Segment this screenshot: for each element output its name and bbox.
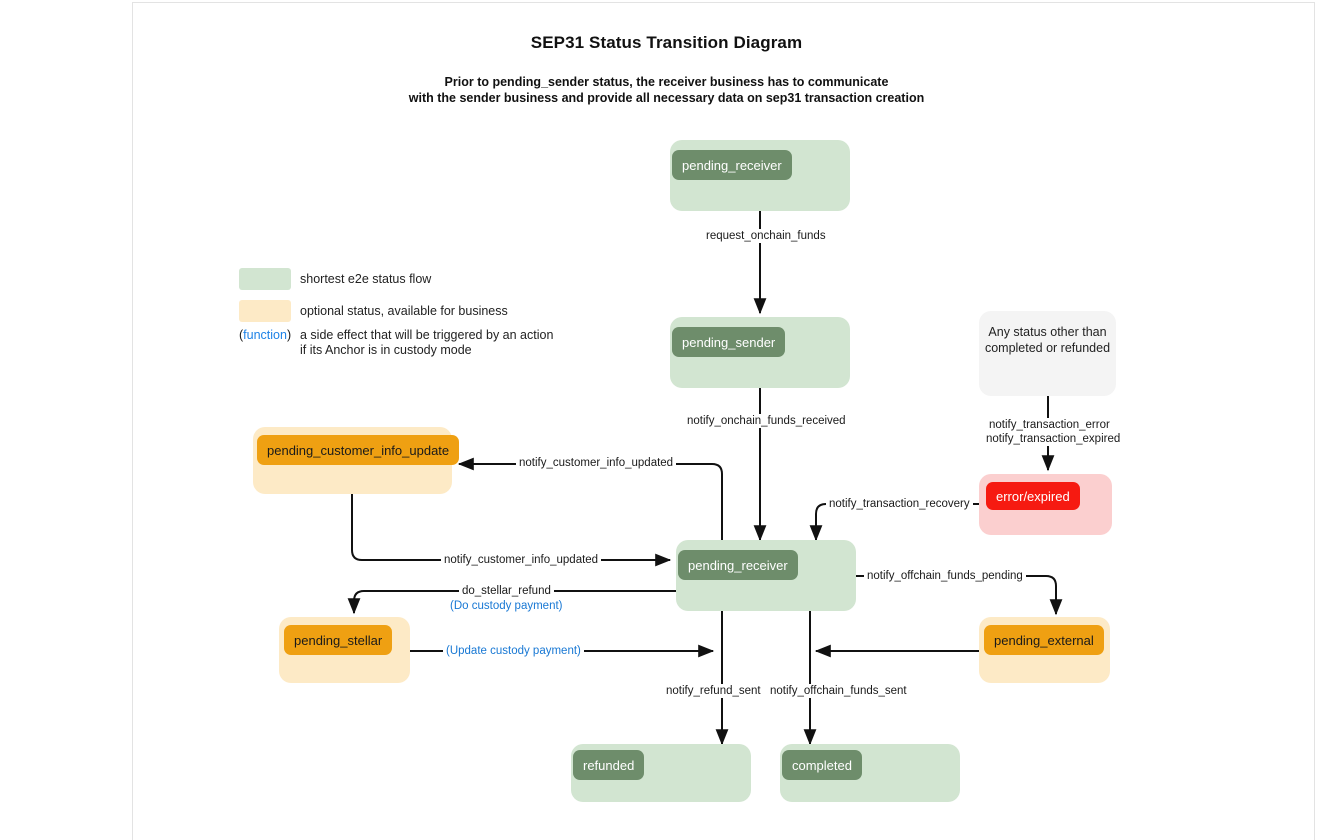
- edge-label-notify-transaction-expired: notify_transaction_expired: [983, 432, 1124, 446]
- legend-function-desc-line2: if its Anchor is in custody mode: [300, 343, 472, 357]
- node-label-pending-stellar: pending_stellar: [284, 625, 393, 655]
- edge-label-update-custody-payment: (Update custody payment): [443, 644, 584, 658]
- edge-label-do-custody-payment: (Do custody payment): [447, 599, 566, 613]
- edge-label-notify-transaction-recovery: notify_transaction_recovery: [826, 497, 973, 511]
- edge-label-notify-customer-info-updated-in: notify_customer_info_updated: [441, 553, 602, 567]
- node-pending-receiver-top[interactable]: pending_receiver: [670, 140, 850, 211]
- node-refunded[interactable]: refunded: [571, 744, 751, 802]
- legend-label-optional-status: optional status, available for business: [300, 304, 508, 318]
- node-label-pending-sender: pending_sender: [672, 327, 786, 357]
- edge-label-notify-offchain-funds-sent: notify_offchain_funds_sent: [767, 684, 910, 698]
- edge-label-notify-customer-info-updated-out: notify_customer_info_updated: [516, 456, 677, 470]
- page-title: SEP31 Status Transition Diagram: [530, 33, 803, 52]
- node-label-pending-receiver-mid: pending_receiver: [678, 550, 798, 580]
- legend-function-desc-line1: a side effect that will be triggered by …: [300, 328, 554, 342]
- legend-label-shortest-flow: shortest e2e status flow: [300, 272, 432, 286]
- node-pending-receiver-mid[interactable]: pending_receiver: [676, 540, 856, 611]
- edge-notify-customer-info-updated-out: [457, 457, 723, 558]
- node-pending-external[interactable]: pending_external: [979, 617, 1110, 683]
- edge-do-stellar-refund: [347, 590, 676, 615]
- node-label-completed: completed: [782, 750, 862, 780]
- legend-function-paren-close: ): [286, 328, 292, 342]
- edge-label-notify-onchain-funds-received: notify_onchain_funds_received: [684, 414, 849, 428]
- subtitle-line-1: Prior to pending_sender status, the rece…: [444, 75, 889, 89]
- legend-swatch-orange: [239, 300, 291, 322]
- node-pending-sender[interactable]: pending_sender: [670, 317, 850, 388]
- edge-label-do-stellar-refund: do_stellar_refund: [459, 584, 554, 598]
- edge-notify-offchain-funds-pending: [856, 575, 1063, 616]
- legend-function-paren-open: (: [239, 328, 244, 342]
- node-label-pending-receiver-top: pending_receiver: [672, 150, 792, 180]
- edge-label-notify-transaction-error: notify_transaction_error: [986, 418, 1113, 432]
- node-any-status[interactable]: Any status other than completed or refun…: [979, 311, 1116, 396]
- node-error-expired[interactable]: error/expired: [979, 474, 1112, 535]
- legend-swatch-green: [239, 268, 291, 290]
- edge-label-request-onchain-funds: request_onchain_funds: [703, 229, 829, 243]
- node-completed[interactable]: completed: [780, 744, 960, 802]
- subtitle-line-2: with the sender business and provide all…: [408, 91, 925, 105]
- node-any-status-line1: Any status other than: [988, 325, 1107, 339]
- node-label-pending-customer-info-update: pending_customer_info_update: [257, 435, 460, 465]
- edge-label-notify-offchain-funds-pending: notify_offchain_funds_pending: [864, 569, 1026, 583]
- legend-function-word: function: [243, 328, 287, 342]
- node-label-pending-external: pending_external: [984, 625, 1104, 655]
- edge-notify-customer-info-updated-in: [351, 494, 672, 567]
- node-label-error-expired: error/expired: [986, 482, 1080, 510]
- legend-function-marker: (function): [239, 328, 291, 342]
- edge-label-notify-refund-sent: notify_refund_sent: [663, 684, 764, 698]
- edge-notify-transaction-recovery: [809, 503, 982, 542]
- node-pending-stellar[interactable]: pending_stellar: [279, 617, 410, 683]
- node-label-refunded: refunded: [573, 750, 645, 780]
- node-any-status-line2: completed or refunded: [984, 341, 1111, 355]
- node-pending-customer-info-update[interactable]: pending_customer_info_update: [253, 427, 460, 494]
